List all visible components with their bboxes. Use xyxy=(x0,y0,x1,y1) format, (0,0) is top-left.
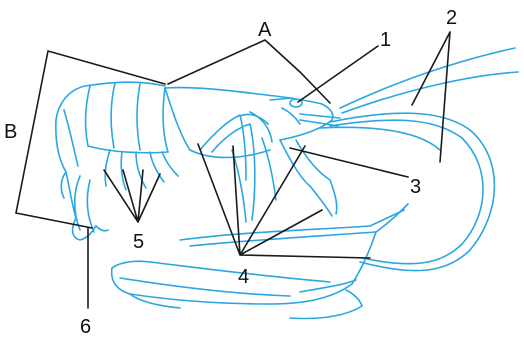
label-1: 1 xyxy=(380,29,391,51)
pointer-2 xyxy=(412,32,450,162)
label-5: 5 xyxy=(133,231,144,253)
abdomen xyxy=(56,82,168,218)
label-6: 6 xyxy=(80,316,91,338)
cephalothorax xyxy=(165,88,340,158)
label-b: B xyxy=(4,121,17,143)
pointer-lines xyxy=(16,32,450,308)
label-2: 2 xyxy=(446,7,457,29)
label-3: 3 xyxy=(410,176,421,198)
pointer-3 xyxy=(290,148,408,177)
pointer-5 xyxy=(104,170,160,222)
shrimp-illustration xyxy=(56,48,518,319)
label-4: 4 xyxy=(238,266,249,288)
antennae xyxy=(320,48,518,271)
label-a: A xyxy=(258,19,272,41)
bracket-b xyxy=(16,51,165,228)
pointer-1 xyxy=(298,46,378,102)
